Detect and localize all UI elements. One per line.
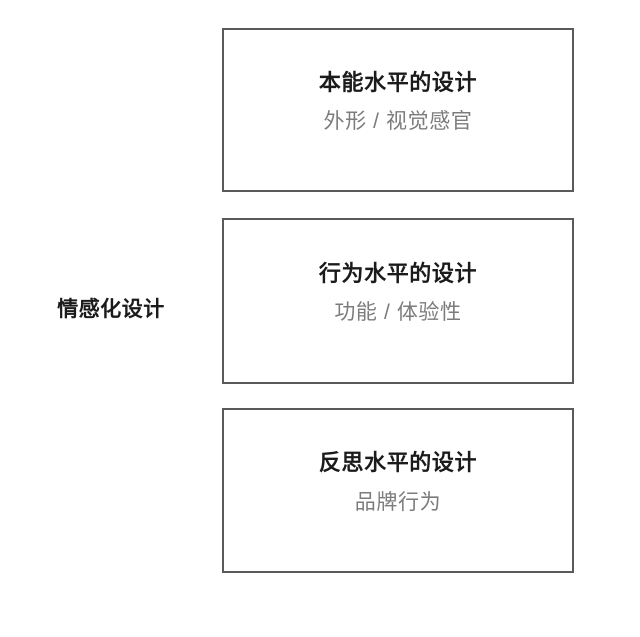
level-card-visceral: 本能水平的设计 外形 / 视觉感官	[222, 28, 574, 192]
level-card-behavioral-title: 行为水平的设计	[318, 260, 478, 286]
level-card-reflective-content: 反思水平的设计 品牌行为	[319, 450, 477, 515]
level-card-behavioral-subtitle: 功能 / 体验性	[334, 301, 462, 325]
level-card-behavioral-content: 行为水平的设计 功能 / 体验性	[319, 261, 477, 326]
level-card-reflective-subtitle: 品牌行为	[354, 490, 442, 514]
level-card-visceral-content: 本能水平的设计 外形 / 视觉感官	[319, 70, 477, 135]
level-card-behavioral: 行为水平的设计 功能 / 体验性	[222, 218, 574, 384]
level-card-visceral-title: 本能水平的设计	[318, 69, 478, 95]
level-card-reflective-title: 反思水平的设计	[318, 450, 478, 476]
level-card-visceral-subtitle: 外形 / 视觉感官	[323, 110, 473, 134]
root-label: 情感化设计	[57, 298, 165, 321]
level-card-reflective: 反思水平的设计 品牌行为	[222, 408, 574, 573]
